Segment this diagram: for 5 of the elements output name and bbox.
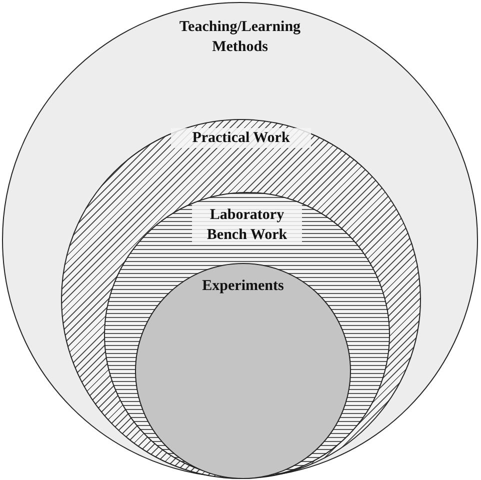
set-circle <box>104 192 390 478</box>
set-label: Teaching/Learning Methods <box>178 18 302 57</box>
set-label: Practical Work <box>171 128 311 148</box>
set-label: Laboratory Bench Work <box>192 205 302 245</box>
set-label: Experiments <box>201 277 285 296</box>
